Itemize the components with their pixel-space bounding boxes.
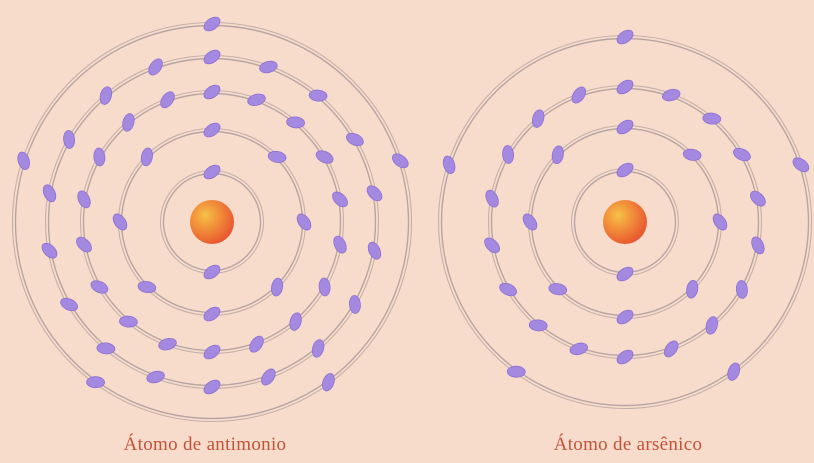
arsenic-atom-caption: Átomo de arsênico [553, 434, 703, 455]
electron [203, 344, 221, 360]
electron [112, 213, 128, 231]
electron [137, 281, 157, 294]
antimony-atom-caption: Átomo de antimonio [123, 434, 287, 455]
electron [712, 213, 728, 231]
electron [348, 295, 361, 314]
electron [346, 132, 364, 147]
electron [571, 86, 587, 104]
electron [93, 147, 106, 167]
electron [119, 315, 138, 328]
electron [318, 277, 331, 297]
electron [616, 162, 634, 178]
electron [391, 153, 409, 169]
electron [686, 279, 699, 299]
electron [203, 264, 221, 280]
electron [663, 340, 679, 358]
electron [531, 109, 545, 128]
electron [86, 376, 105, 389]
electron [249, 335, 264, 353]
electron [616, 266, 634, 282]
electron [499, 282, 517, 297]
electron [682, 148, 702, 161]
arsenic-atom [437, 29, 813, 410]
electron [522, 213, 538, 231]
electron [203, 379, 221, 395]
electron [76, 236, 92, 253]
electron [569, 342, 589, 356]
electron [616, 29, 634, 45]
electron [158, 337, 177, 351]
electron [367, 241, 382, 260]
electron [247, 93, 266, 107]
electron [735, 280, 748, 299]
electron [261, 368, 276, 386]
electron [548, 283, 568, 296]
electron [616, 119, 634, 135]
electron [502, 145, 515, 164]
electron [616, 79, 634, 95]
electron [203, 164, 221, 180]
electron [484, 237, 500, 254]
electron [551, 145, 564, 165]
electron [315, 150, 334, 164]
electron [616, 309, 634, 325]
electron [160, 91, 175, 109]
electron [661, 88, 681, 102]
electron [77, 190, 91, 209]
electron [311, 339, 325, 358]
electron [528, 319, 548, 332]
electron [63, 130, 76, 149]
electron [296, 213, 312, 231]
electron [42, 184, 57, 203]
electron [146, 370, 165, 384]
electron [41, 242, 58, 259]
electron [203, 49, 221, 65]
electron [308, 89, 328, 102]
electron [616, 349, 634, 365]
electron [727, 362, 741, 381]
electron [60, 297, 78, 312]
electron [733, 147, 751, 162]
electron [17, 151, 30, 170]
electron [322, 373, 335, 392]
electron [267, 150, 287, 163]
electron [203, 122, 221, 138]
electron [333, 235, 347, 254]
nucleus [603, 200, 647, 244]
electron [90, 280, 109, 294]
electron [99, 86, 113, 105]
electron [203, 84, 221, 100]
electron [289, 312, 302, 331]
electron [705, 316, 719, 335]
electron [332, 191, 348, 208]
electron [148, 58, 163, 76]
electron [702, 112, 722, 125]
electron [203, 16, 221, 32]
electron [286, 116, 305, 129]
electron [792, 157, 810, 173]
electron [96, 342, 116, 355]
electron [271, 277, 284, 297]
electron [751, 236, 765, 255]
electron [442, 155, 456, 174]
electron [122, 113, 135, 132]
electron [366, 185, 383, 202]
nucleus [190, 200, 234, 244]
antimony-atom [11, 16, 413, 423]
electron [750, 190, 766, 207]
electron [259, 60, 278, 74]
electron [506, 365, 526, 378]
electron [485, 189, 499, 208]
electron [140, 147, 153, 167]
electron [203, 306, 221, 322]
